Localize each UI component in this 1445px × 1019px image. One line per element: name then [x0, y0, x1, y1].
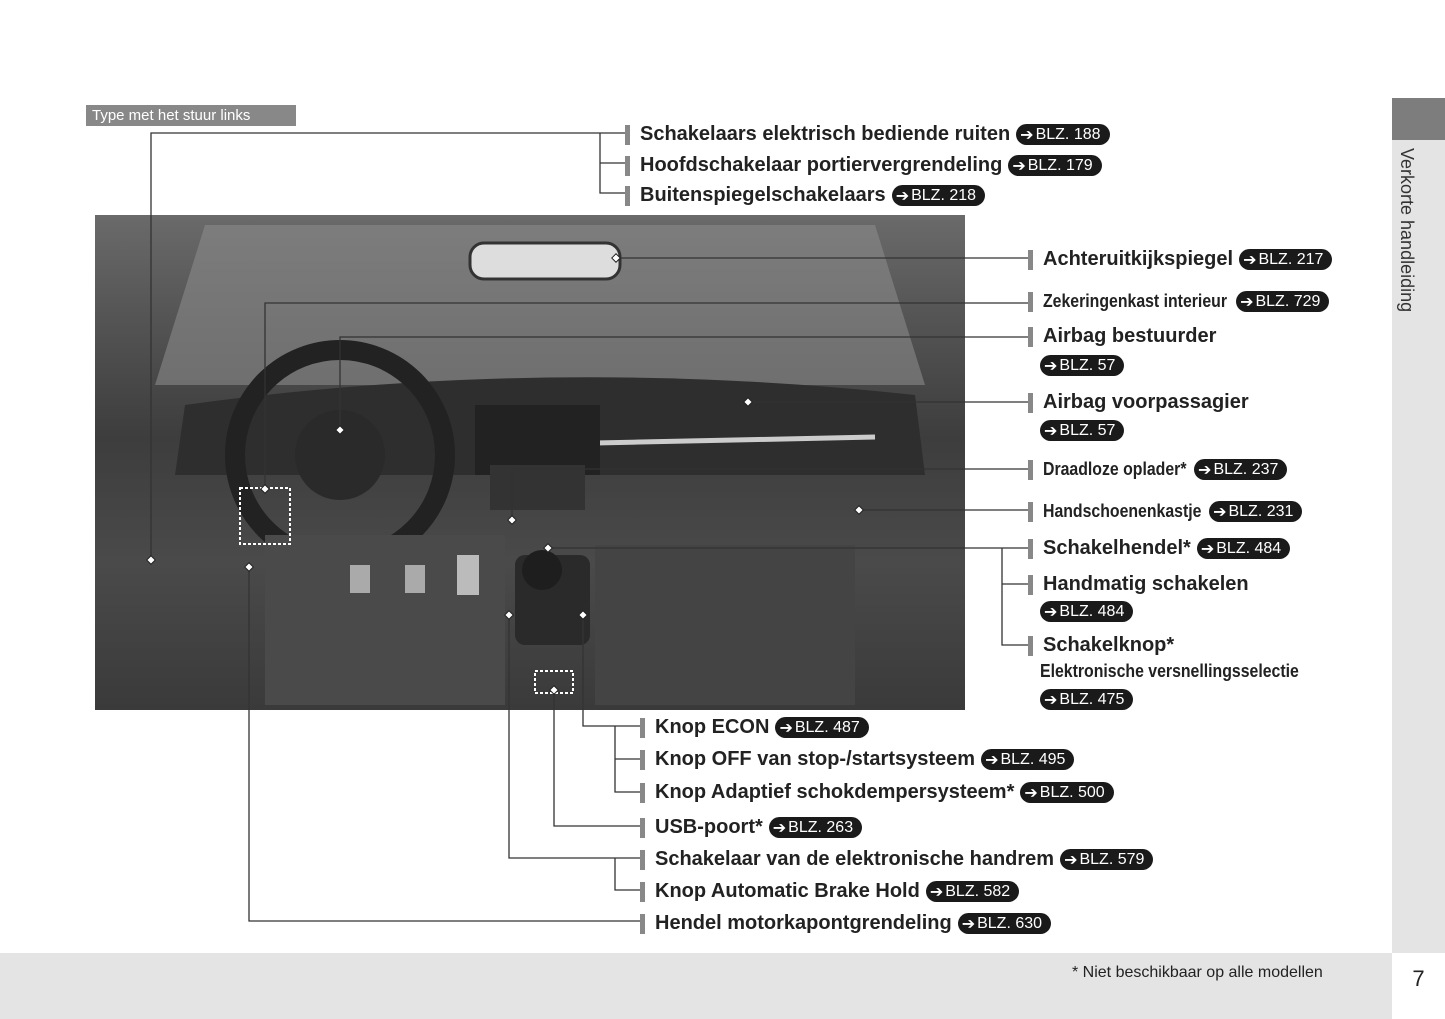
marker: [1028, 538, 1033, 559]
marker: [625, 185, 630, 206]
arrow-right-icon: ➔: [985, 751, 999, 769]
marker: [640, 817, 645, 838]
page-ref-link[interactable]: ➔BLZ. 218: [891, 185, 986, 206]
arrow-right-icon: ➔: [1198, 461, 1212, 479]
page-ref-link[interactable]: ➔BLZ. 475: [1040, 689, 1134, 710]
page-ref-link[interactable]: ➔BLZ. 263: [768, 817, 863, 838]
label-driver-airbag: Airbag bestuurder: [1028, 325, 1216, 348]
footnote: * Niet beschikbaar op alle modellen: [1072, 964, 1323, 981]
marker: [625, 124, 630, 145]
marker: [640, 782, 645, 803]
label-econ: Knop ECON➔BLZ. 487: [640, 716, 869, 739]
page-ref-link[interactable]: ➔BLZ. 57: [1040, 355, 1125, 376]
arrow-right-icon: ➔: [1012, 157, 1026, 175]
page-ref-link[interactable]: ➔BLZ. 582: [925, 881, 1020, 902]
section-title: Verkorte handleiding: [1397, 148, 1417, 313]
marker: [640, 881, 645, 902]
footer-band: [0, 953, 1392, 1019]
marker: [1028, 326, 1033, 347]
arrow-right-icon: ➔: [1044, 603, 1058, 621]
marker: [1028, 635, 1033, 656]
page-ref-link[interactable]: ➔BLZ. 630: [957, 913, 1052, 934]
arrow-right-icon: ➔: [772, 819, 787, 837]
arrow-right-icon: ➔: [1243, 251, 1257, 269]
label-stop-start: Knop OFF van stop-/startsysteem➔BLZ. 495: [640, 748, 1075, 771]
page-ref-link[interactable]: ➔BLZ. 487: [775, 717, 869, 738]
label-wireless-charger: Draadloze oplader*➔BLZ. 237: [1028, 459, 1288, 480]
label-passenger-airbag: Airbag voorpassagier: [1028, 391, 1249, 414]
label-usb: USB-poort*➔BLZ. 263: [640, 816, 863, 839]
label-door-lock-master: Hoofdschakelaar portiervergrendeling➔BLZ…: [625, 154, 1102, 177]
page-ref-link[interactable]: ➔BLZ. 500: [1020, 782, 1114, 803]
marker: [1028, 459, 1033, 480]
page-ref-link[interactable]: ➔BLZ. 729: [1236, 291, 1330, 312]
label-hood-release: Hendel motorkapontgrendeling➔BLZ. 630: [640, 912, 1052, 935]
arrow-right-icon: ➔: [1064, 851, 1078, 869]
marker: [640, 913, 645, 934]
variant-tag: Type met het stuur links: [86, 105, 296, 126]
label-shift-lever: Schakelhendel*➔BLZ. 484: [1028, 537, 1291, 560]
page-ref-link[interactable]: ➔BLZ. 579: [1060, 849, 1154, 870]
marker: [1028, 392, 1033, 413]
arrow-right-icon: ➔: [895, 187, 910, 205]
label-sub: Elektronische versnellingsselectie: [1040, 661, 1299, 681]
arrow-right-icon: ➔: [1044, 422, 1058, 440]
arrow-right-icon: ➔: [929, 883, 944, 901]
marker: [625, 155, 630, 176]
side-tab-marker: [1392, 98, 1445, 140]
label-rearview-mirror: Achteruitkijkspiegel➔BLZ. 217: [1028, 248, 1333, 271]
arrow-right-icon: ➔: [1213, 503, 1227, 521]
page-ref-link[interactable]: ➔BLZ. 237: [1194, 459, 1288, 480]
page-ref-link[interactable]: ➔BLZ. 217: [1239, 249, 1333, 270]
label-shift-button: Schakelknop*: [1028, 634, 1174, 657]
label-brake-hold: Knop Automatic Brake Hold➔BLZ. 582: [640, 880, 1020, 903]
arrow-right-icon: ➔: [1020, 126, 1034, 144]
marker: [1028, 501, 1033, 522]
marker: [1028, 291, 1033, 312]
label-parking-brake: Schakelaar van de elektronische handrem➔…: [640, 848, 1154, 871]
label-window-switches: Schakelaars elektrisch bediende ruiten➔B…: [625, 123, 1110, 146]
page-ref-link[interactable]: ➔BLZ. 231: [1209, 501, 1303, 522]
label-fuse-box: Zekeringenkast interieur➔BLZ. 729: [1028, 291, 1330, 312]
page-ref-link[interactable]: ➔BLZ. 495: [981, 749, 1075, 770]
label-glove-box: Handschoenenkastje➔BLZ. 231: [1028, 501, 1303, 522]
arrow-right-icon: ➔: [961, 915, 976, 933]
page-ref-link[interactable]: ➔BLZ. 484: [1040, 601, 1134, 622]
arrow-right-icon: ➔: [1240, 293, 1254, 311]
arrow-right-icon: ➔: [1024, 784, 1038, 802]
marker: [1028, 574, 1033, 595]
label-mirror-switches: Buitenspiegelschakelaars➔BLZ. 218: [625, 184, 986, 207]
page-ref-link[interactable]: ➔BLZ. 484: [1196, 538, 1291, 559]
label-manual-shifting: Handmatig schakelen: [1028, 573, 1249, 596]
page-ref-link[interactable]: ➔BLZ. 179: [1008, 155, 1102, 176]
marker: [640, 849, 645, 870]
page-ref-link[interactable]: ➔BLZ. 57: [1040, 420, 1125, 441]
side-tab: [1392, 140, 1445, 953]
page-number: 7: [1412, 966, 1425, 991]
marker: [640, 749, 645, 770]
marker: [640, 717, 645, 738]
arrow-right-icon: ➔: [1044, 691, 1058, 709]
marker: [1028, 249, 1033, 270]
arrow-right-icon: ➔: [1200, 540, 1215, 558]
arrow-right-icon: ➔: [779, 719, 793, 737]
label-adaptive-damper: Knop Adaptief schokdempersysteem*➔BLZ. 5…: [640, 781, 1114, 804]
dashboard-photo: [95, 215, 965, 710]
page-ref-link[interactable]: ➔BLZ. 188: [1016, 124, 1110, 145]
arrow-right-icon: ➔: [1044, 357, 1058, 375]
